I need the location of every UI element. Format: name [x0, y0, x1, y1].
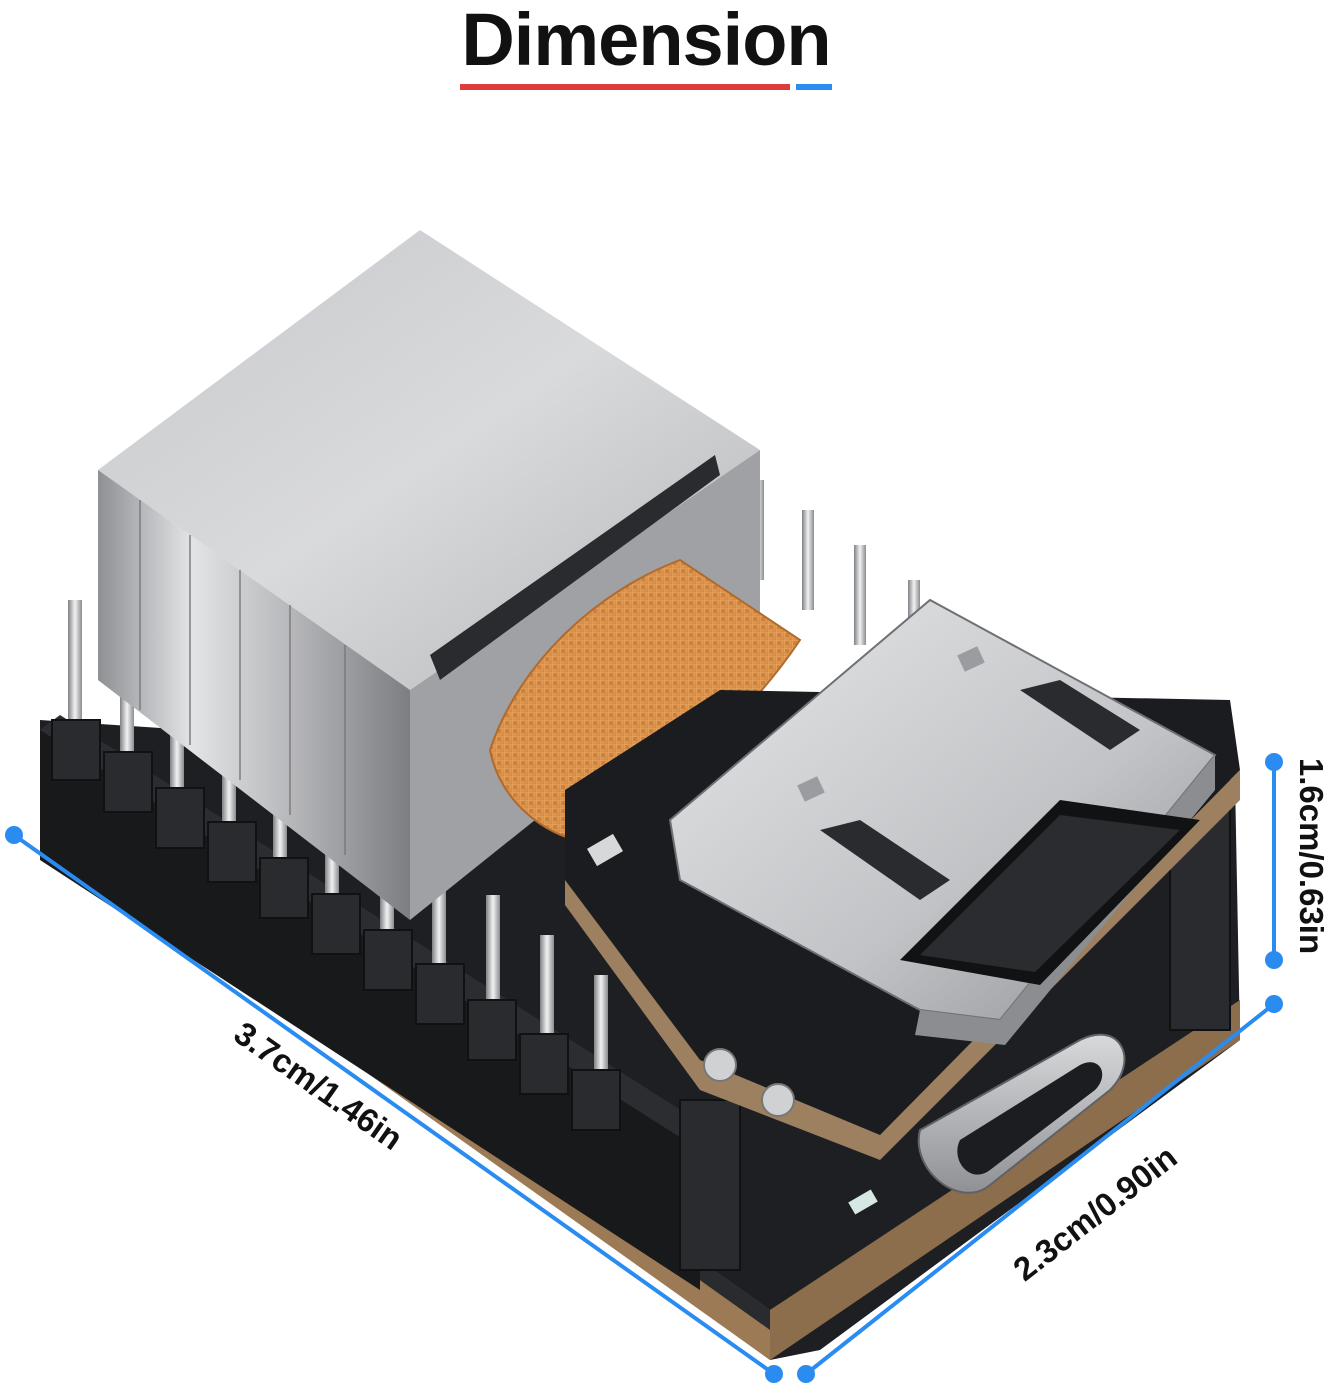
length-dimension-line: [12, 833, 776, 1376]
title-underline-red: [460, 84, 790, 90]
height-end-dot: [1265, 951, 1283, 969]
width-start-dot: [797, 1365, 815, 1383]
width-end-dot: [1265, 995, 1283, 1013]
title-underline-blue: [796, 84, 832, 90]
page-title: Dimension: [461, 0, 831, 81]
width-dimension-line: [804, 1002, 1276, 1376]
length-end-dot: [765, 1365, 783, 1383]
dimension-lines: [5, 753, 1283, 1383]
length-start-dot: [5, 826, 23, 844]
usb-c-port: [848, 1033, 1126, 1215]
height-start-dot: [1265, 753, 1283, 771]
hdmi-port: [668, 598, 1217, 1045]
height-label: 1.6cm/0.63in: [1293, 758, 1330, 954]
